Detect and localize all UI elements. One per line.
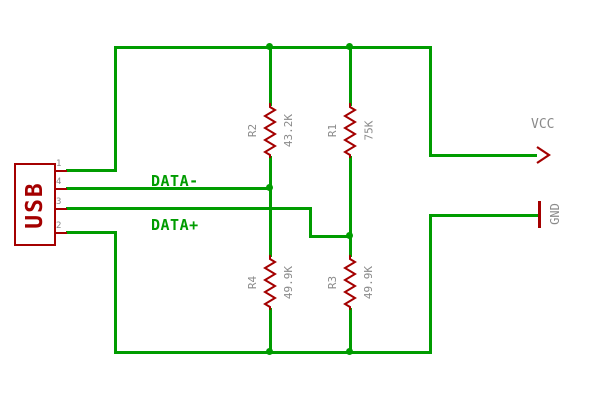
wire-vcc-horizontal [429, 154, 537, 157]
wire-data-plus-jog-horizontal [309, 235, 352, 238]
resistor-r2-symbol [263, 103, 277, 158]
pin-number-1: 1 [56, 159, 62, 169]
usb-connector-box: USB [14, 163, 56, 246]
wire-data-plus [66, 207, 312, 210]
wire-r1-top-lead [349, 46, 352, 106]
wire-left-rail-lower [114, 231, 117, 354]
wire-left-rail-upper [114, 46, 117, 172]
wire-vcc-vertical [429, 46, 432, 157]
gnd-symbol [538, 201, 541, 228]
usb-connector-label: USB [22, 180, 49, 229]
wire-gnd-vertical [429, 214, 432, 354]
resistor-r3-symbol [343, 255, 357, 310]
gnd-label: GND [548, 203, 562, 225]
wire-r4-bottom-lead [269, 308, 272, 354]
junction-dot [346, 348, 353, 355]
wire-pin1 [66, 169, 116, 172]
wire-data-plus-jog-vertical [309, 207, 312, 237]
wire-r3-bottom-lead [349, 308, 352, 354]
wire-pin-bottom [66, 231, 116, 234]
wire-divider-left-mid [269, 156, 272, 257]
resistor-r4-value: 49.9K [282, 265, 296, 299]
pin-number-3: 3 [56, 197, 62, 207]
wire-divider-right-mid [349, 156, 352, 257]
resistor-r4-symbol [263, 255, 277, 310]
resistor-r2-value: 43.2K [282, 113, 296, 147]
pin-number-2: 4 [56, 177, 62, 187]
resistor-r1-value: 75K [362, 120, 376, 140]
wire-gnd-horizontal [429, 214, 539, 217]
wire-data-minus [66, 187, 272, 190]
junction-dot [346, 232, 353, 239]
usb-pin-stub [54, 188, 67, 190]
resistor-r1-name: R1 [326, 123, 340, 137]
junction-dot [266, 43, 273, 50]
net-label-data-plus: DATA+ [151, 216, 199, 234]
usb-pin-stub [54, 208, 67, 210]
wire-bottom-rail [114, 351, 432, 354]
resistor-r3-value: 49.9K [362, 265, 376, 299]
resistor-r4-name: R4 [246, 275, 260, 289]
usb-pin-stub [54, 232, 67, 234]
resistor-r3-name: R3 [326, 275, 340, 289]
junction-dot [266, 184, 273, 191]
pin-number-4: 2 [56, 221, 62, 231]
resistor-r1-symbol [343, 103, 357, 158]
wire-top-rail [114, 46, 432, 49]
junction-dot [346, 43, 353, 50]
wire-r2-top-lead [269, 46, 272, 106]
usb-pin-stub [54, 170, 67, 172]
gnd-label-box: GND [543, 186, 567, 242]
junction-dot [266, 348, 273, 355]
resistor-r2-name: R2 [246, 123, 260, 137]
vcc-arrow-icon [536, 146, 551, 164]
vcc-label: VCC [531, 117, 555, 132]
net-label-data-minus: DATA- [151, 172, 199, 190]
